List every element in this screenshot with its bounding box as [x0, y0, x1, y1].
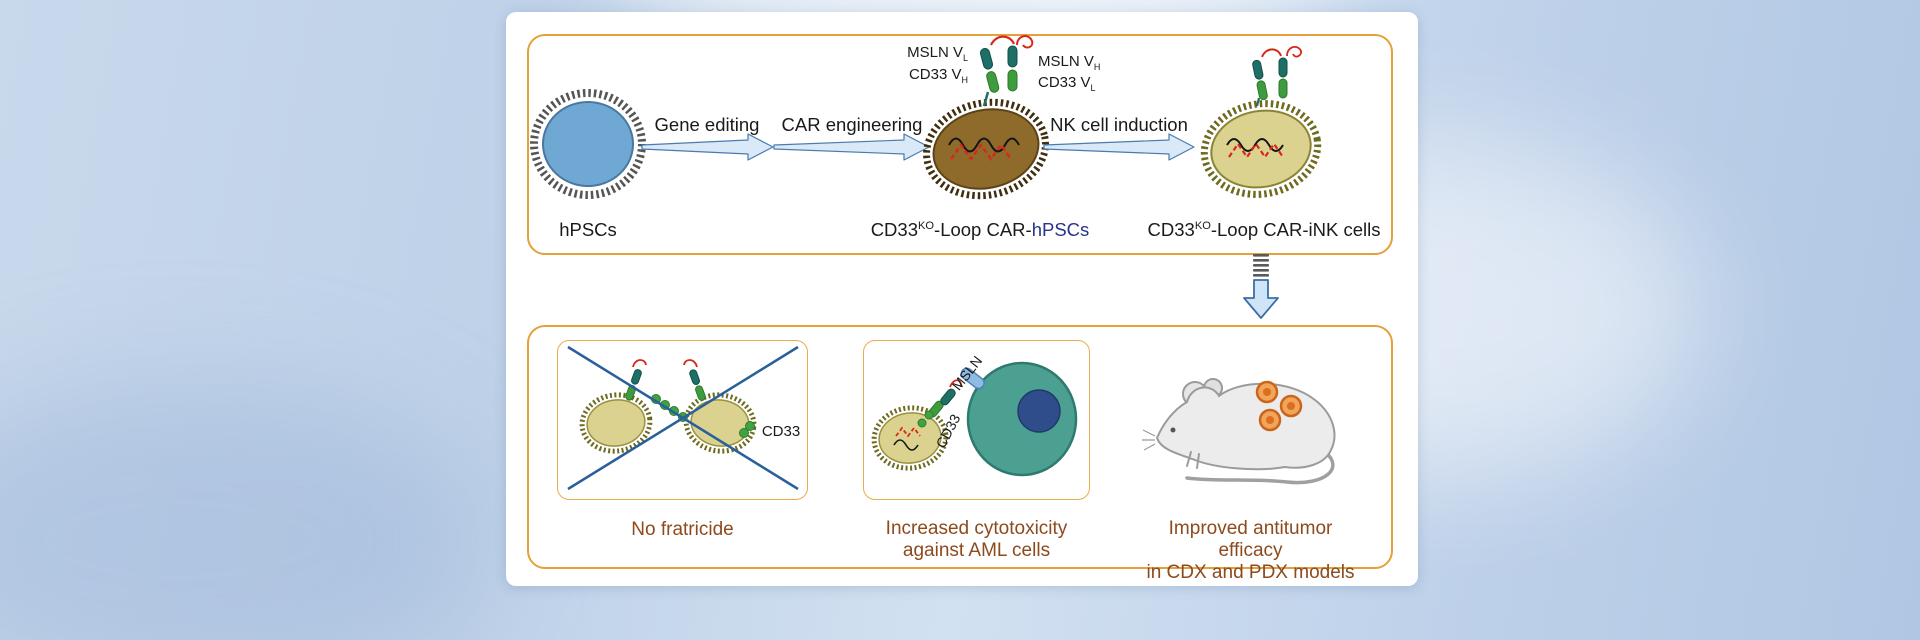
car-engineering-label: CAR engineering	[781, 114, 923, 135]
fratricide-panel: CD33	[557, 340, 808, 500]
car-engineering-arrow-icon	[773, 133, 930, 161]
car-hpsc-cell-icon	[923, 98, 1049, 200]
construct-label-cd33-vl: CD33 VL	[1038, 74, 1096, 93]
nk-induction-arrow-icon	[1043, 133, 1195, 161]
loop-car-construct-icon	[1252, 45, 1302, 107]
car-hpsc-cell-label: CD33KO-Loop CAR-hPSCs	[870, 219, 1090, 240]
gene-editing-label: Gene editing	[654, 114, 760, 135]
gene-editing-arrow-icon	[641, 133, 774, 161]
cytotoxicity-panel: MSLN CD33	[863, 340, 1090, 500]
car-ink-cell-label: CD33KO-Loop CAR-iNK cells	[1147, 219, 1381, 240]
construct-label-msln-vl: MSLN VL	[907, 44, 968, 63]
cd33-label: CD33	[761, 423, 801, 440]
construct-label-cd33-vh: CD33 VH	[908, 66, 968, 85]
mouse-icon	[1142, 378, 1336, 485]
fratricide-caption: No fratricide	[631, 519, 734, 540]
hpsc-cell-icon	[530, 89, 646, 199]
cytotoxicity-illustration	[871, 361, 1078, 477]
loop-car-construct-icon	[979, 35, 1034, 107]
background-shade	[0, 380, 480, 640]
fratricide-illustration	[567, 345, 799, 491]
construct-label-msln-vh: MSLN VH	[1038, 53, 1101, 72]
car-ink-cell-icon	[1200, 100, 1322, 198]
down-arrow-icon	[1243, 254, 1279, 319]
nk-induction-label: NK cell induction	[1050, 114, 1188, 135]
hpsc-label: hPSCs	[559, 219, 617, 240]
